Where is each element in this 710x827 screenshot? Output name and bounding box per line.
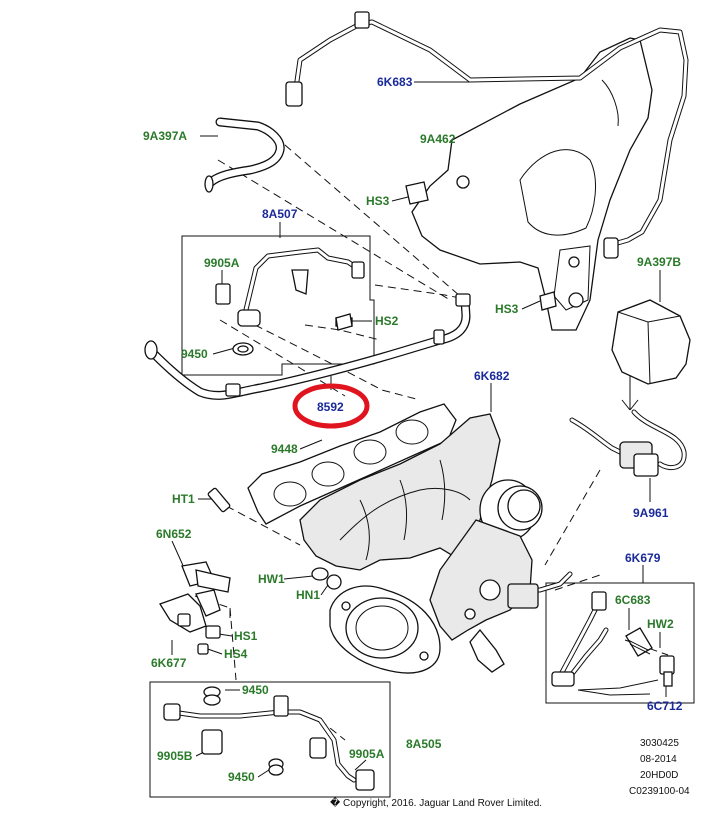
label-9450-top: 9450 — [181, 347, 208, 361]
label-8592: 8592 — [317, 400, 344, 414]
meta-date: 08-2014 — [640, 754, 677, 765]
pipe-9a397a — [204, 117, 285, 193]
turbo-manifold — [299, 413, 543, 673]
label-ht1: HT1 — [172, 492, 195, 506]
label-9905a-bot: 9905A — [349, 747, 385, 761]
fasteners — [335, 181, 557, 331]
label-6c683: 6C683 — [615, 593, 651, 607]
label-hs1: HS1 — [234, 629, 258, 643]
pipe-6k683 — [285, 11, 689, 259]
label-9a397b: 9A397B — [637, 255, 681, 269]
label-9a397a: 9A397A — [143, 129, 187, 143]
label-8a505: 8A505 — [406, 737, 442, 751]
label-8a507: 8A507 — [262, 207, 298, 221]
meta-code: 20HD0D — [640, 770, 678, 781]
oil-feed-parts — [159, 561, 231, 655]
label-6k679: 6K679 — [625, 551, 661, 565]
label-6k683: 6K683 — [377, 75, 413, 89]
label-hs3-top: HS3 — [366, 194, 390, 208]
part-labels: 6K683 9A397A 9A462 HS3 8A507 9905A HS2 9… — [143, 75, 683, 784]
washer-nut — [311, 567, 342, 590]
group-box-8a505 — [149, 681, 391, 798]
label-9905b: 9905B — [157, 749, 193, 763]
label-hs3-mid: HS3 — [495, 302, 519, 316]
label-6k682: 6K682 — [474, 369, 510, 383]
label-hn1: HN1 — [296, 588, 320, 602]
label-6n652: 6N652 — [156, 527, 192, 541]
label-9450-bot2: 9450 — [228, 770, 255, 784]
meta-drawing-id: C0239100-04 — [629, 786, 690, 797]
pipe-8a505 — [163, 686, 375, 791]
stud-ht1 — [207, 487, 231, 513]
label-9a462: 9A462 — [420, 132, 456, 146]
label-hw1: HW1 — [258, 572, 285, 586]
turbine-outlet-flange — [329, 585, 441, 674]
heat-shield — [411, 37, 653, 331]
label-6k677: 6K677 — [151, 656, 187, 670]
valve-9a961 — [569, 409, 687, 477]
label-9905a-top: 9905A — [204, 256, 240, 270]
label-9a961: 9A961 — [633, 506, 669, 520]
group-box-6k679 — [545, 582, 695, 704]
meta-ref-number: 3030425 — [640, 738, 679, 749]
actuator-hoses — [507, 571, 675, 687]
heat-shield-9a397b — [611, 299, 691, 385]
label-6c712: 6C712 — [647, 699, 683, 713]
gasket-9448 — [247, 403, 457, 525]
label-hw2: HW2 — [647, 617, 674, 631]
label-hs2: HS2 — [375, 314, 399, 328]
drawing-meta: 3030425 08-2014 20HD0D C0239100-04 � Cop… — [330, 738, 690, 809]
label-9450-bot1: 9450 — [242, 683, 269, 697]
highlight-circle-8592 — [292, 383, 370, 429]
long-coolant-pipe — [144, 293, 471, 400]
label-hs4: HS4 — [224, 647, 248, 661]
label-9448: 9448 — [271, 442, 298, 456]
copyright-text: � Copyright, 2016. Jaguar Land Rover Lim… — [330, 796, 542, 809]
